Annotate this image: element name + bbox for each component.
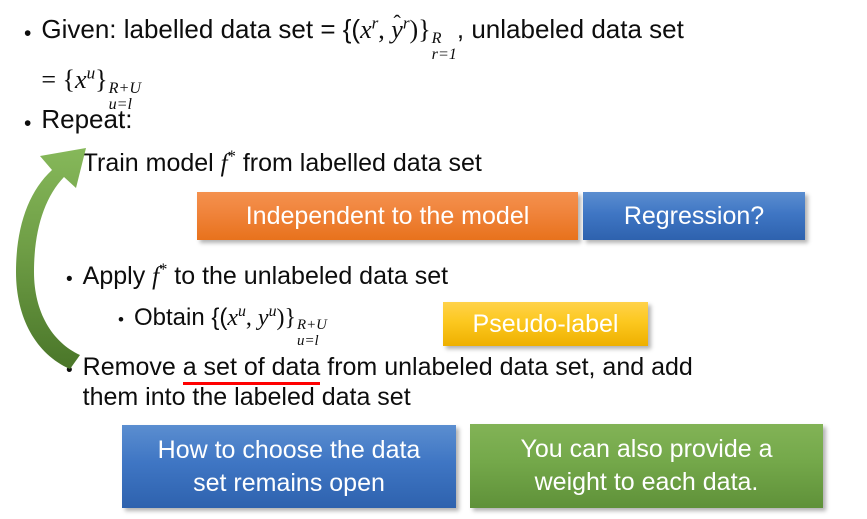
obtain-lead: Obtain {(	[133, 304, 228, 331]
sup-u-3: u	[268, 303, 277, 320]
sub-top-3: R+U	[297, 317, 327, 334]
comma-1: ,	[378, 15, 392, 44]
apply-tail: to the unlabeled data set	[167, 262, 449, 290]
remove-tail: from unlabeled data set, and add	[320, 353, 693, 381]
callout-weight-to-each-data[interactable]: You can also provide a weight to each da…	[470, 424, 823, 508]
sub-bot-2: u=l	[108, 95, 133, 113]
star-2: *	[159, 259, 168, 279]
var-x-r: x	[360, 15, 372, 44]
y-hat-group: ̂y	[391, 14, 403, 45]
var-f-star-1: f	[220, 150, 228, 177]
callout-how-to-choose-data-set[interactable]: How to choose the data set remains open	[122, 425, 456, 508]
bullet-apply-text: Apply f* to the unlabeled data set	[73, 261, 448, 292]
sup-r-1: r	[371, 13, 379, 33]
sub-top-1: R	[431, 29, 442, 47]
remove-line2: them into the labeled data set	[82, 383, 411, 411]
var-x-u-2: x	[227, 305, 238, 331]
callout-line-2: weight to each data.	[534, 468, 759, 496]
given-line1-lead: Given: labelled data set = {(	[41, 14, 361, 44]
train-lead: Train model	[82, 149, 221, 177]
callout-pseudo-label[interactable]: Pseudo-label	[443, 302, 648, 346]
callout-regression-question[interactable]: Regression?	[583, 192, 805, 240]
given-line2-lead: = {	[41, 64, 76, 94]
var-f-star-2: f	[152, 263, 160, 290]
bullet-marker: •	[118, 310, 124, 329]
bullet-apply: • Apply f* to the unlabeled data set	[66, 261, 626, 292]
bullet-given-text: Given: labelled data set = {(xr, ̂yr)}Rr…	[31, 14, 683, 113]
comma-2: ,	[245, 305, 258, 331]
bullet-marker: •	[66, 269, 73, 290]
sub-bot-3: u=l	[297, 332, 319, 349]
callout-line-2: set remains open	[193, 468, 385, 497]
bullet-remove: • Remove a set of data from unlabeled da…	[66, 352, 856, 412]
callout-label: Pseudo-label	[472, 309, 619, 338]
callout-line-1: How to choose the data	[157, 435, 421, 464]
remove-lead: Remove	[82, 353, 183, 381]
bullet-repeat-text: Repeat:	[41, 104, 133, 134]
remove-underlined-phrase: a set of data	[182, 353, 321, 385]
bullet-remove-text: Remove a set of data from unlabeled data…	[73, 352, 693, 412]
bullet-repeat: • Repeat:	[24, 104, 424, 135]
callout-independent-to-the-model[interactable]: Independent to the model	[197, 192, 578, 240]
sup-u-1: u	[86, 63, 96, 83]
close-brace-1: )}	[409, 15, 431, 44]
sup-r-2: r	[402, 13, 410, 33]
close-brace-3: )}	[276, 305, 297, 331]
callout-line-1: You can also provide a	[520, 435, 773, 463]
bullet-marker: •	[66, 156, 73, 177]
train-tail: from labelled data set	[235, 149, 482, 177]
bullet-train-model: • Train model f* from labelled data set	[66, 148, 626, 179]
sub-top-2: R+U	[108, 79, 141, 97]
var-y-hat: y	[391, 15, 403, 44]
bullet-train-model-text: Train model f* from labelled data set	[73, 148, 482, 179]
sup-u-2: u	[238, 303, 246, 320]
callout-label: Regression?	[623, 201, 765, 230]
star-1: *	[227, 146, 236, 166]
bullet-given: • Given: labelled data set = {(xr, ̂yr)}…	[24, 14, 844, 113]
var-y-u: y	[257, 305, 269, 331]
apply-lead: Apply	[82, 262, 153, 290]
var-x-u: x	[75, 64, 87, 94]
callout-label: Independent to the model	[245, 201, 530, 230]
sub-bot-1: r=1	[431, 46, 457, 64]
bullet-marker: •	[66, 360, 73, 381]
loop-arrow-shape	[16, 148, 86, 369]
given-line1-tail: , unlabeled data set	[456, 14, 684, 44]
bullet-marker: •	[24, 22, 32, 45]
close-brace-2: }	[95, 64, 108, 94]
bullet-marker: •	[24, 112, 32, 135]
